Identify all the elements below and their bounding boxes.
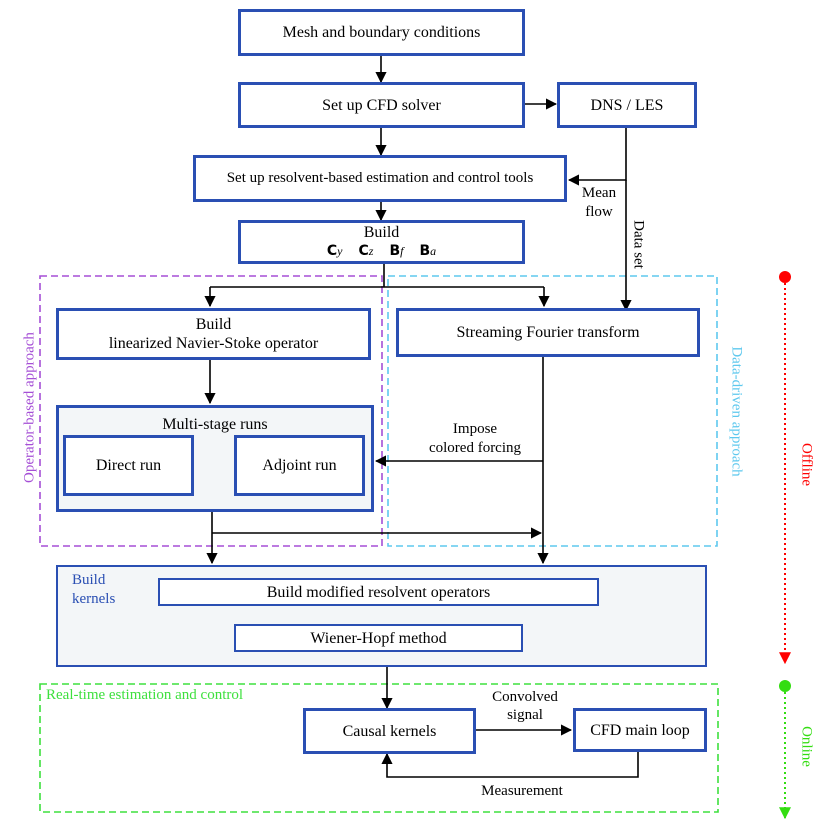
data-region-outline <box>387 275 718 547</box>
data-set-label: Data set <box>630 220 647 269</box>
convolved-line1: Convolved <box>492 689 558 705</box>
setup-cfd-box: Set up CFD solver <box>238 82 525 128</box>
impose-line1: Impose <box>452 421 498 437</box>
subscript-y: y <box>337 244 343 258</box>
impose-forcing-label: Impose colored forcing <box>415 420 535 458</box>
build-modified-box: Build modified resolvent operators <box>158 578 599 606</box>
adjoint-run-label: Adjoint run <box>262 457 337 474</box>
build-operators-box: Build Cy Cz Bf Ba <box>238 220 525 264</box>
symbol-b: B <box>389 243 401 259</box>
causal-kernels-label: Causal kernels <box>342 722 437 740</box>
convolved-line2: signal <box>507 707 543 723</box>
offline-dot <box>779 271 791 283</box>
convolved-signal-label: Convolved signal <box>480 688 570 724</box>
build-operators-title: Build <box>363 224 400 241</box>
wiener-hopf-label: Wiener-Hopf method <box>310 629 447 647</box>
build-operators-symbols: Cy Cz Bf Ba <box>327 242 436 260</box>
online-label: Online <box>798 726 815 767</box>
operator-region-outline <box>39 275 383 547</box>
mean-flow-line2: flow <box>585 204 613 220</box>
mesh-boundary-box: Mesh and boundary conditions <box>238 9 525 56</box>
build-kernels-line1: Build <box>72 572 106 588</box>
symbol-c: C <box>358 243 369 259</box>
data-driven-title: Data-driven approach <box>728 346 745 477</box>
direct-run-box: Direct run <box>63 435 194 496</box>
streaming-fft-label: Streaming Fourier transform <box>456 324 640 341</box>
dns-les-label: DNS / LES <box>590 96 664 114</box>
build-kernels-line2: kernels <box>72 591 116 607</box>
cfd-main-loop-box: CFD main loop <box>573 708 707 752</box>
cfd-main-loop-label: CFD main loop <box>590 721 690 739</box>
offline-label: Offline <box>798 442 815 487</box>
build-kernels-label: Build kernels <box>72 571 115 609</box>
multi-stage-label: Multi-stage runs <box>162 416 268 433</box>
arrow-mean-flow <box>567 128 627 186</box>
build-lnso-subtitle: linearized Navier-Stoke operator <box>108 335 319 352</box>
streaming-fft-box: Streaming Fourier transform <box>396 308 700 357</box>
real-time-region-outline <box>39 683 719 813</box>
symbol-b: B <box>419 243 431 259</box>
build-modified-label: Build modified resolvent operators <box>266 583 491 601</box>
wiener-hopf-box: Wiener-Hopf method <box>234 624 523 652</box>
subscript-f: f <box>400 244 404 258</box>
arrow-measurement <box>381 752 639 778</box>
causal-kernels-box: Causal kernels <box>303 708 476 754</box>
setup-cfd-label: Set up CFD solver <box>322 96 441 114</box>
operator-based-title: Operator-based approach <box>21 332 38 483</box>
direct-run-label: Direct run <box>95 457 162 474</box>
setup-resolvent-label: Set up resolvent-based estimation and co… <box>226 170 534 186</box>
subscript-a: a <box>430 244 437 258</box>
mean-flow-label: Mean flow <box>574 184 624 222</box>
mesh-boundary-label: Mesh and boundary conditions <box>282 24 481 41</box>
subscript-z: z <box>368 244 374 258</box>
measurement-label: Measurement <box>481 783 563 799</box>
real-time-title: Real-time estimation and control <box>46 687 244 703</box>
mean-flow-line1: Mean <box>581 185 617 201</box>
impose-line2: colored forcing <box>428 440 522 456</box>
build-lnso-title: Build <box>195 316 232 333</box>
dns-les-box: DNS / LES <box>557 82 697 128</box>
symbol-c: C <box>326 243 338 259</box>
build-lnso-box: Build linearized Navier-Stoke operator <box>56 308 371 360</box>
setup-resolvent-box: Set up resolvent-based estimation and co… <box>193 155 567 202</box>
adjoint-run-box: Adjoint run <box>234 435 365 496</box>
online-dot <box>779 680 791 692</box>
